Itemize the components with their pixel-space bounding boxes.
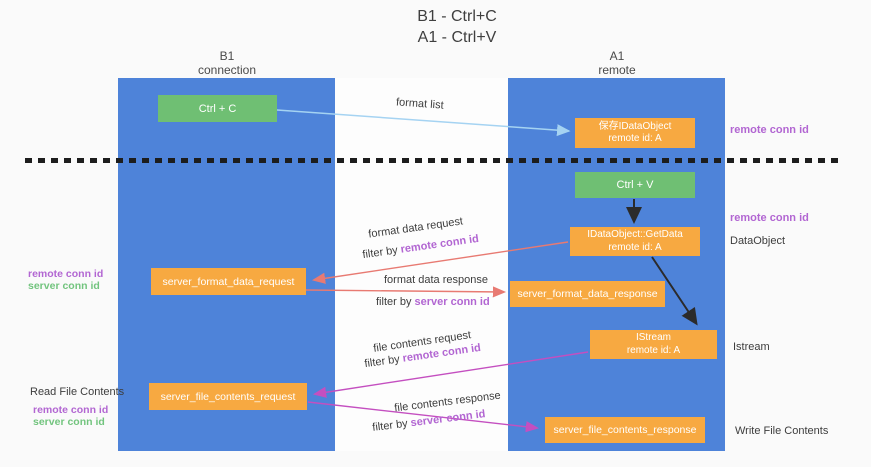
node-server-file-contents-response-label: server_file_contents_response	[553, 424, 697, 436]
label-server-conn-id-1: server conn id	[414, 296, 490, 308]
node-ctrl-c-label: Ctrl + C	[198, 102, 237, 115]
node-server-format-data-response-label: server_format_data_response	[517, 288, 658, 300]
side-remote-conn-id-left-lower: remote conn id	[33, 404, 109, 416]
node-save-idataobject-line2: remote id: A	[608, 133, 662, 144]
node-ctrl-v-label: Ctrl + V	[616, 179, 654, 191]
node-server-file-contents-request: server_file_contents_request	[149, 383, 307, 410]
side-write-file-contents: Write File Contents	[735, 425, 829, 437]
node-server-format-data-response: server_format_data_response	[510, 281, 665, 307]
lane-header-b1: B1 connection	[198, 49, 256, 77]
node-server-format-data-request-label: server_format_data_request	[162, 275, 295, 288]
node-istream-line2: remote id: A	[626, 344, 681, 356]
title-line-1: B1 - Ctrl+C	[417, 8, 497, 25]
dashed-separator-line	[25, 158, 838, 163]
node-save-idataobject-line1: 保存IDataObject	[598, 120, 672, 132]
lane-b1-role: connection	[197, 63, 257, 77]
node-istream: IStream remote id: A	[590, 330, 717, 359]
side-istream: Istream	[733, 341, 770, 353]
diagram-title: B1 - Ctrl+C A1 - Ctrl+V	[417, 6, 497, 48]
node-ctrl-v: Ctrl + V	[575, 172, 695, 198]
lane-a1-name: A1	[609, 49, 625, 63]
side-remote-conn-id-mid-right: remote conn id	[730, 212, 809, 224]
label-filter-by-2: filter by	[376, 296, 415, 308]
node-server-file-contents-response: server_file_contents_response	[545, 417, 705, 443]
side-dataobject: DataObject	[730, 235, 786, 247]
lane-a1-role: remote	[598, 63, 636, 77]
side-read-file-contents: Read File Contents	[30, 386, 125, 398]
node-idataobject-getdata: IDataObject::GetData remote id: A	[570, 227, 700, 256]
lane-b1-name: B1	[219, 49, 235, 63]
node-istream-line1: IStream	[635, 332, 671, 343]
node-server-file-contents-request-label: server_file_contents_request	[160, 390, 296, 403]
node-ctrl-c: Ctrl + C	[158, 95, 277, 122]
side-server-conn-id-left-lower: server conn id	[33, 416, 105, 428]
lane-header-a1: A1 remote	[598, 49, 635, 77]
node-idataobject-getdata-line2: remote id: A	[608, 241, 662, 253]
side-server-conn-id-left-upper: server conn id	[28, 280, 100, 292]
node-save-idataobject: 保存IDataObject remote id: A	[575, 118, 695, 148]
side-remote-conn-id-left-upper: remote conn id	[28, 268, 104, 280]
title-line-2: A1 - Ctrl+V	[417, 29, 497, 46]
node-idataobject-getdata-line1: IDataObject::GetData	[587, 229, 683, 240]
label-format-data-response: format data response	[384, 274, 488, 286]
label-filter-server-1: filter by server conn id	[376, 296, 490, 308]
side-remote-conn-id-top-right: remote conn id	[730, 124, 809, 136]
node-server-format-data-request: server_format_data_request	[151, 268, 306, 295]
